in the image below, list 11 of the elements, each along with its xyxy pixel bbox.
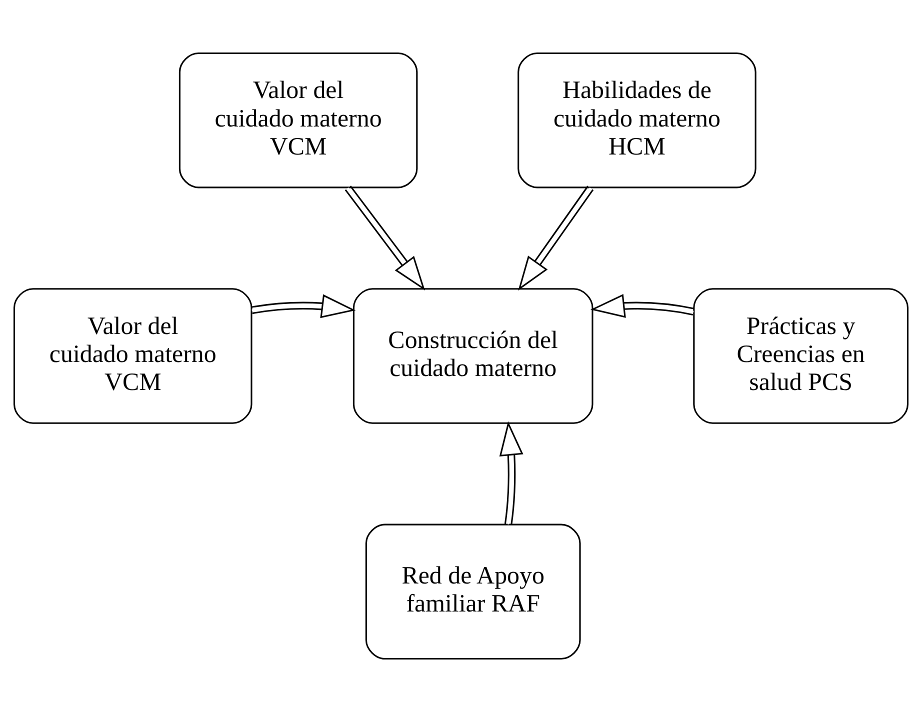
arrow [344, 186, 426, 291]
node-box: Valor del cuidado materno VCM [178, 52, 418, 188]
node-box: Habilidades de cuidado materno HCM [518, 52, 756, 188]
node-box: Red de Apoyo familiar RAF [365, 524, 581, 660]
node-box: Valor del cuidado materno VCM [14, 288, 252, 424]
arrow [518, 186, 594, 291]
arrow [499, 421, 524, 525]
arrow [251, 294, 356, 318]
node-box: Construcción del cuidado materno [352, 288, 594, 424]
arrow [590, 294, 694, 318]
node-box: Prácticas y Creencias en salud PCS [693, 288, 908, 424]
